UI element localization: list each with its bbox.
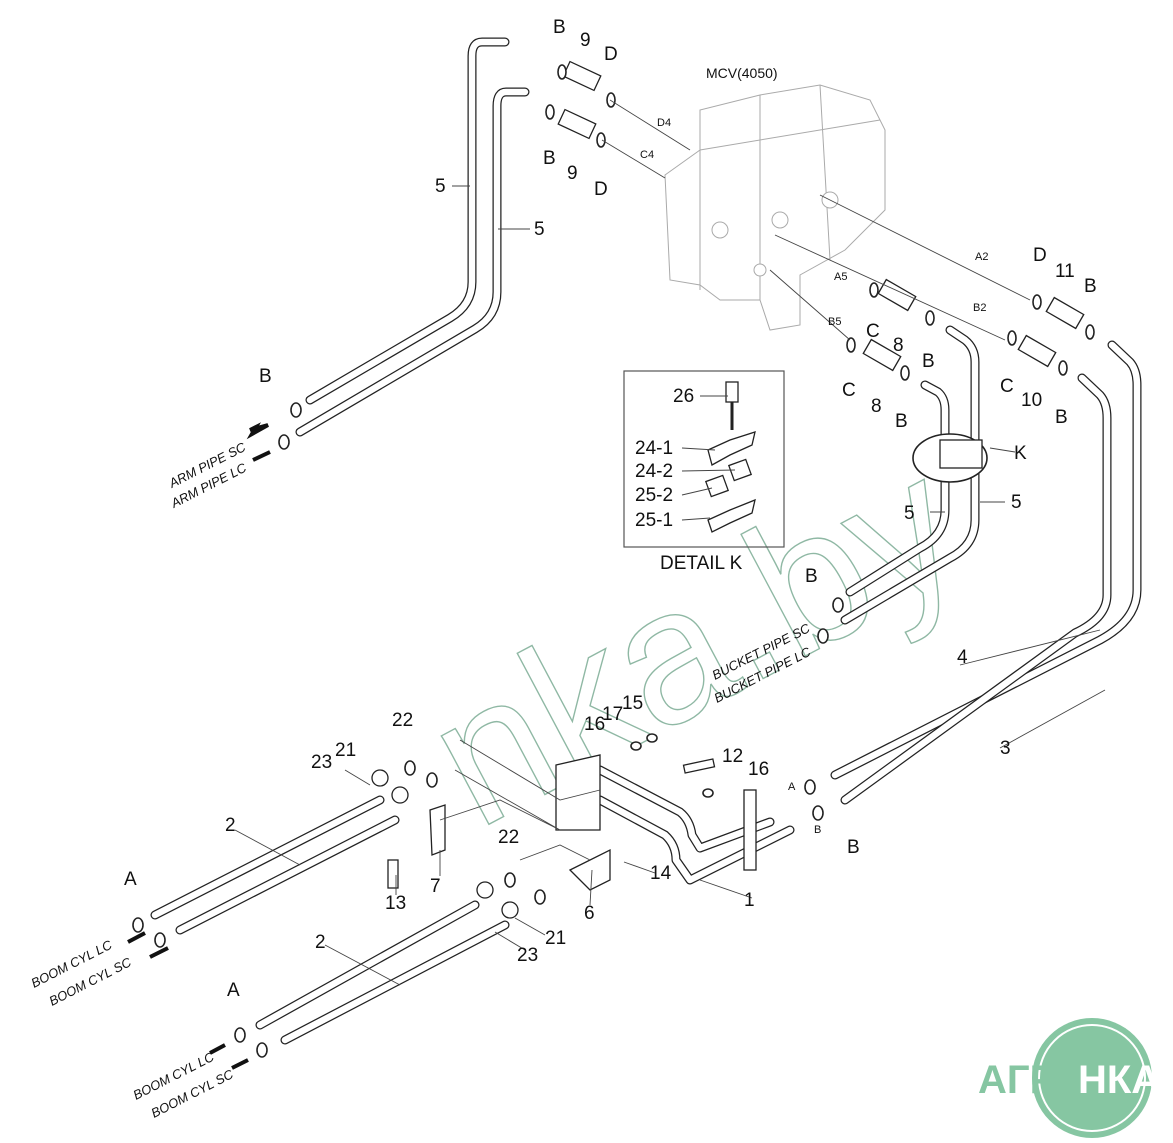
callout-label: 13 <box>385 893 406 914</box>
callout-label: 5 <box>1011 492 1022 513</box>
callout-label: B <box>553 17 566 38</box>
callout-label: 3 <box>1000 738 1011 759</box>
callout-label: 23 <box>311 752 332 773</box>
callout-label: 21 <box>335 740 356 761</box>
callout-label: 24-2 <box>635 461 673 482</box>
callout-label: C <box>1000 376 1014 397</box>
callout-label: 1 <box>744 890 755 911</box>
callout-label: C <box>842 380 856 401</box>
callout-label: 23 <box>517 945 538 966</box>
callout-label: 8 <box>871 396 882 417</box>
callout-label: A <box>788 781 796 793</box>
callout-label: D4 <box>657 117 671 129</box>
callout-label: 5 <box>435 176 446 197</box>
callout-label: 4 <box>957 647 968 668</box>
callout-label: 25-2 <box>635 485 673 506</box>
callout-label: D <box>594 179 608 200</box>
callout-label: 12 <box>722 746 743 767</box>
callout-label: C4 <box>640 149 654 161</box>
callout-label: B <box>1084 276 1097 297</box>
agronka-logo: АГРО НКА <box>978 1018 1160 1138</box>
callout-label: B <box>259 366 272 387</box>
callout-label: B <box>1055 407 1068 428</box>
logo-text-right: НКА <box>1078 1058 1160 1102</box>
callout-label: A5 <box>834 271 847 283</box>
callout-label: B2 <box>973 302 986 314</box>
callout-label: DETAIL K <box>660 553 743 574</box>
callout-label: 10 <box>1021 390 1042 411</box>
callout-label: 2 <box>315 932 326 953</box>
callout-label: A2 <box>975 251 988 263</box>
callout-label: 22 <box>392 710 413 731</box>
callout-label: B <box>922 351 935 372</box>
detail-k-box <box>623 370 785 548</box>
callout-label: B <box>543 148 556 169</box>
callout-label: 11 <box>1055 261 1075 282</box>
callout-label: 5 <box>904 503 915 524</box>
callout-label: 14 <box>650 863 672 884</box>
callout-label: 2 <box>225 815 236 836</box>
callout-label: B <box>847 837 860 858</box>
callout-label: 8 <box>893 335 904 356</box>
main-control-valve <box>664 84 886 331</box>
leader-lines <box>234 99 1106 986</box>
callout-label: 7 <box>430 876 441 897</box>
callout-label: MCV(4050) <box>706 65 778 81</box>
logo-text-left: АГРО <box>978 1058 1087 1102</box>
callout-label: B <box>895 411 908 432</box>
callout-label: 5 <box>534 219 545 240</box>
callout-label: D <box>604 44 618 65</box>
callout-label: B5 <box>828 316 841 328</box>
callout-label: B <box>805 566 818 587</box>
callout-label: A <box>124 869 137 890</box>
arrow-icon <box>127 931 249 1070</box>
callout-label: 6 <box>584 903 595 924</box>
callout-label: 21 <box>545 928 566 949</box>
callout-label: 15 <box>622 693 643 714</box>
callout-label: 26 <box>673 386 694 407</box>
callout-label: 17 <box>602 704 623 725</box>
callout-label: 16 <box>748 759 769 780</box>
callout-label: 25-1 <box>635 510 673 531</box>
callout-label: 9 <box>567 163 578 184</box>
callout-label: 24-1 <box>635 438 673 459</box>
callout-label: C <box>866 321 880 342</box>
callout-label: 22 <box>498 827 519 848</box>
fittings <box>132 60 1095 1058</box>
callout-label: 9 <box>580 30 591 51</box>
callout-label: 16 <box>584 714 605 735</box>
flow-arrows <box>127 422 271 1070</box>
pipes <box>150 37 1142 1045</box>
watermark: nka.by <box>397 417 991 867</box>
callout-label: K <box>1014 443 1027 464</box>
arrow-icon <box>246 422 271 462</box>
callout-label: B <box>814 824 821 836</box>
callout-label: D <box>1033 245 1047 266</box>
callout-label: A <box>227 980 240 1001</box>
